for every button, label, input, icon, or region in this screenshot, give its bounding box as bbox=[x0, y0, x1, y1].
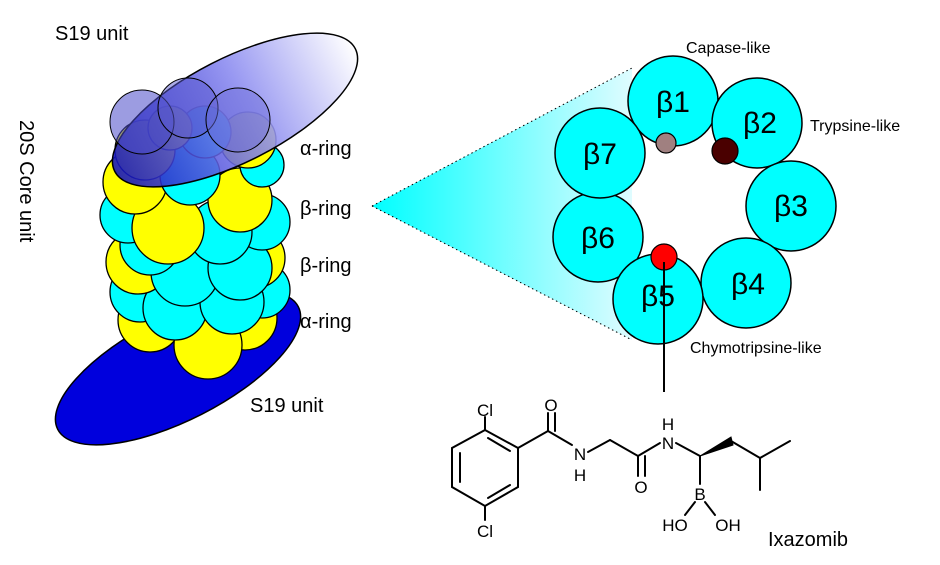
s19-top-cap bbox=[109, 32, 359, 188]
ixazomib-structure bbox=[451, 412, 791, 521]
core-unit-label: 20S Core unit bbox=[15, 120, 37, 243]
atom-cl-top: Cl bbox=[477, 401, 493, 420]
beta5-label: β5 bbox=[641, 280, 675, 313]
beta2-label: β2 bbox=[743, 107, 777, 140]
atom-h-amide1: H bbox=[574, 466, 586, 485]
atom-h-amide2: H bbox=[662, 415, 674, 434]
s19-bottom-label: S19 unit bbox=[250, 395, 324, 417]
active-sites bbox=[650, 132, 739, 271]
atom-o-carbonyl2: O bbox=[634, 478, 647, 497]
beta2-active-site bbox=[711, 137, 739, 165]
beta3-subunit bbox=[745, 160, 837, 252]
ring-label-alpha-bottom: α-ring bbox=[300, 311, 352, 333]
ring-label-beta-1: β-ring bbox=[300, 198, 352, 220]
beta3-label: β3 bbox=[774, 190, 808, 223]
beta1-label: β1 bbox=[656, 86, 690, 119]
beta-ring-detail bbox=[552, 55, 837, 345]
atom-o-carbonyl1: O bbox=[544, 396, 557, 415]
beta7-label: β7 bbox=[583, 138, 617, 171]
caspase-like-label: Capase-like bbox=[686, 40, 771, 57]
molecule-name: Ixazomib bbox=[768, 529, 848, 551]
beta4-subunit bbox=[700, 237, 792, 329]
atom-cl-bottom: Cl bbox=[477, 522, 493, 541]
atom-n-amide1: N bbox=[574, 445, 586, 464]
beta1-active-site bbox=[655, 132, 677, 154]
s19-top-label: S19 unit bbox=[55, 23, 129, 45]
beta7-subunit bbox=[554, 107, 646, 199]
ring-label-beta-2: β-ring bbox=[300, 255, 352, 277]
trypsin-like-label: Trypsine-like bbox=[810, 118, 900, 135]
atom-oh: OH bbox=[715, 516, 741, 535]
atom-ho: HO bbox=[662, 516, 688, 535]
chymotrypsin-like-label: Chymotripsine-like bbox=[690, 340, 822, 357]
beta4-label: β4 bbox=[731, 268, 765, 301]
ring-label-alpha-top: α-ring bbox=[300, 138, 352, 160]
stereo-wedge bbox=[699, 436, 734, 457]
beta6-label: β6 bbox=[581, 222, 615, 255]
atom-boron: B bbox=[694, 485, 705, 504]
atom-n-amide2: N bbox=[662, 434, 674, 453]
